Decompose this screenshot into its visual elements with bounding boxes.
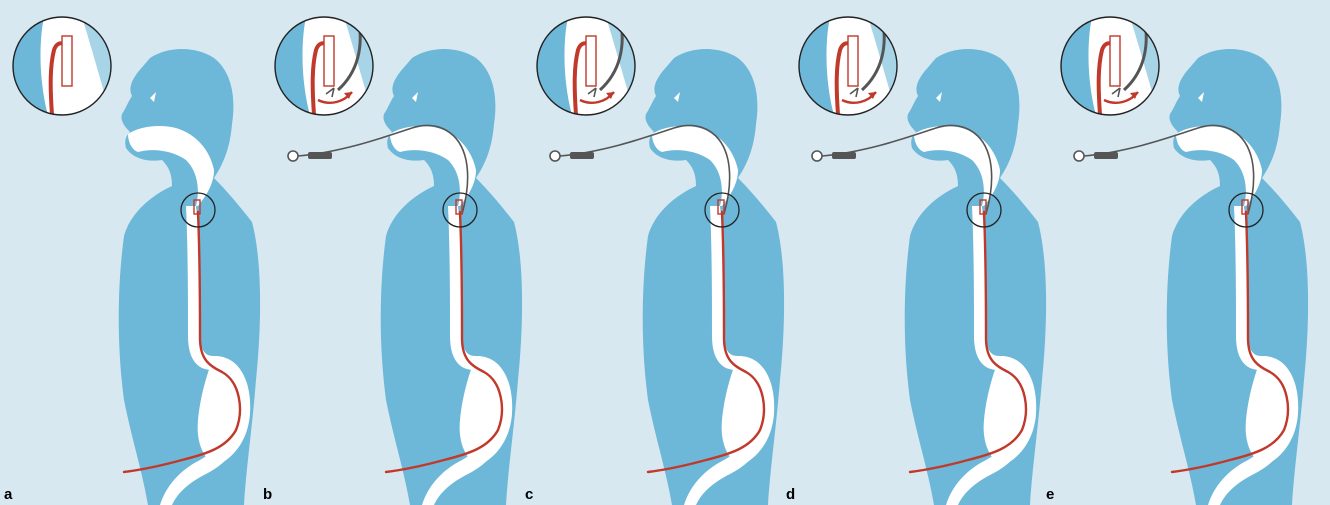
endoscope-ring [550,151,560,161]
endoscope-handle [1094,152,1118,159]
panel-label-e: e [1046,487,1054,502]
panel-label-b: b [263,487,272,502]
endoscope-handle [570,152,594,159]
inset-tube-end [324,36,334,86]
endoscope-ring [288,151,298,161]
inset-view [537,17,635,115]
inset-tube-end [62,36,72,86]
inset-tube-end [848,36,858,86]
inset-view [1061,17,1159,115]
endoscope-ring [1074,151,1084,161]
panel-label-c: c [525,487,533,502]
inset-tube-end [1110,36,1120,86]
inset-view [799,17,897,115]
inset-view [275,17,373,115]
inset-view [13,17,111,115]
endoscope-ring [812,151,822,161]
endoscope-handle [832,152,856,159]
panel-label-a: a [4,487,12,502]
endoscope-handle [308,152,332,159]
panel-label-d: d [786,487,795,502]
inset-tube-end [586,36,596,86]
